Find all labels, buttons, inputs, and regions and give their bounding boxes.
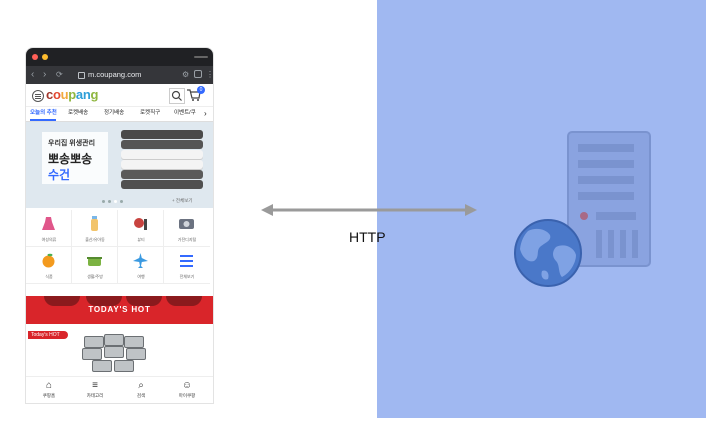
category-label: 여성의류 <box>41 237 57 242</box>
banner-title-line1: 뽀송뽀송 <box>48 152 93 166</box>
minimize-window-dot[interactable] <box>42 54 48 60</box>
tabs-next-icon[interactable]: › <box>204 109 207 118</box>
search-icon: ⌕ <box>138 380 144 391</box>
browser-titlebar <box>26 48 213 66</box>
tabs-count-icon[interactable] <box>194 70 202 78</box>
banner-title-line2: 수건 <box>48 168 71 182</box>
close-window-dot[interactable] <box>32 54 38 60</box>
todays-hot-badge: Today's HOT <box>28 331 68 339</box>
category-label: 여행 <box>137 274 145 279</box>
category-label: 전체보기 <box>179 274 195 279</box>
nav-category-label: 카테고리 <box>86 393 104 398</box>
hamburger-icon: ≡ <box>92 380 98 391</box>
active-tab-indicator <box>30 119 56 121</box>
bidirectional-arrow <box>261 204 477 216</box>
cosmetics-icon <box>132 215 149 232</box>
extensions-icon[interactable]: ⚙ <box>182 70 190 79</box>
back-arrow-icon[interactable]: ‹ <box>31 69 35 80</box>
category-tabs: 오늘의 추천 로켓배송 정기배송 로켓직구 이벤트/쿠 › <box>26 107 213 122</box>
browser-address-bar: ‹ › ⟳ m.coupang.com ⚙ ⋮ <box>26 66 213 84</box>
towel-stack-image <box>26 122 213 208</box>
banner-text-card <box>42 132 108 184</box>
globe-icon <box>514 219 582 287</box>
orange-icon <box>40 252 57 269</box>
dress-icon <box>40 215 57 232</box>
category-beauty[interactable]: 뷰티 <box>118 210 164 247</box>
nav-home-label: 쿠팡홈 <box>42 393 56 398</box>
menu-lines-icon <box>178 252 195 269</box>
todays-hot-title: TODAY'S HOT <box>88 305 151 314</box>
mobile-browser-window: ‹ › ⟳ m.coupang.com ⚙ ⋮ coupang 0 오늘의 추천… <box>26 48 213 403</box>
forward-arrow-icon[interactable]: › <box>43 69 47 80</box>
category-women-fashion[interactable]: 여성의류 <box>26 210 72 247</box>
home-icon: ⌂ <box>45 380 53 391</box>
category-label: 출산/유아동 <box>85 237 105 242</box>
user-icon: ☺ <box>181 380 193 391</box>
site-header: coupang 0 <box>26 84 213 107</box>
bottom-navigation: ⌂ 쿠팡홈 ≡ 카테고리 ⌕ 검색 ☺ 마이쿠팡 <box>26 376 213 403</box>
window-handle-icon <box>194 56 208 58</box>
category-travel[interactable]: 여행 <box>118 247 164 284</box>
category-food[interactable]: 식품 <box>26 247 72 284</box>
tab-events[interactable]: 이벤트/쿠 <box>174 110 196 116</box>
tab-rocket-direct[interactable]: 로켓직구 <box>140 110 161 116</box>
tab-subscription[interactable]: 정기배송 <box>104 110 125 116</box>
url-field[interactable]: m.coupang.com <box>76 69 166 81</box>
nav-search-label: 검색 <box>136 393 146 398</box>
banner-subtitle: 우리집 위생관리 <box>48 140 96 147</box>
server-icon <box>567 131 651 267</box>
sunglasses-decoration <box>44 296 80 306</box>
lock-icon <box>78 72 85 79</box>
todays-hot-banner[interactable]: TODAY'S HOT <box>26 296 213 324</box>
hamburger-menu-icon[interactable] <box>32 90 44 102</box>
reload-icon[interactable]: ⟳ <box>56 70 63 79</box>
more-menu-icon[interactable]: ⋮ <box>206 70 213 79</box>
http-label: HTTP <box>349 229 386 245</box>
category-electronics[interactable]: 가전디지털 <box>164 210 210 247</box>
category-grid: 여성의류 출산/유아동 뷰티 가전디지털 식품 생활/주방 여행 전체보기 <box>26 210 213 286</box>
cart-count-badge: 0 <box>197 86 205 94</box>
nav-my-coupang-label: 마이쿠팡 <box>178 393 196 398</box>
airplane-icon <box>132 252 149 269</box>
banner-more-link[interactable]: + 전체보기 <box>172 198 193 203</box>
url-text: m.coupang.com <box>88 70 142 79</box>
coupang-logo[interactable]: coupang <box>46 87 98 103</box>
pot-icon <box>86 252 103 269</box>
logo-text: coupang <box>46 87 99 102</box>
category-all[interactable]: 전체보기 <box>164 247 210 284</box>
tab-recommended[interactable]: 오늘의 추천 <box>30 110 57 116</box>
category-label: 가전디지털 <box>177 237 197 242</box>
search-icon[interactable] <box>169 88 185 104</box>
food-container-product-image[interactable] <box>76 334 156 374</box>
tab-rocket-delivery[interactable]: 로켓배송 <box>68 110 89 116</box>
baby-bottle-icon <box>86 215 103 232</box>
category-label: 뷰티 <box>137 237 145 242</box>
promo-banner[interactable]: 우리집 위생관리 뽀송뽀송 수건 + 전체보기 <box>26 122 213 208</box>
camera-icon <box>178 215 195 232</box>
category-kitchen[interactable]: 생활/주방 <box>72 247 118 284</box>
category-label: 식품 <box>45 274 53 279</box>
category-baby[interactable]: 출산/유아동 <box>72 210 118 247</box>
category-label: 생활/주방 <box>87 274 103 279</box>
